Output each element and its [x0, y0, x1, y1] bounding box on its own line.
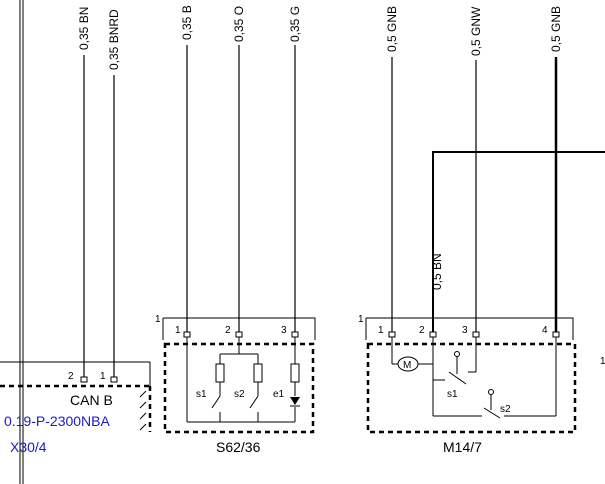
switch-label: e1	[273, 389, 285, 400]
switch-label: s1	[447, 389, 458, 400]
connector-id: X30/4	[10, 439, 47, 455]
pin-label: 1	[378, 325, 384, 336]
module-id: S62/36	[216, 439, 261, 455]
connector-name: CAN B	[70, 392, 113, 408]
left-border-wires	[19, 0, 24, 484]
wire-label-b: 0,35 B	[180, 5, 194, 40]
switch-actuator-icon	[454, 351, 460, 357]
edge-label: 1	[600, 356, 605, 367]
pin-label: 3	[281, 325, 287, 336]
switch-label: s2	[500, 404, 511, 415]
switch-label: s1	[196, 389, 207, 400]
motor-icon: M	[397, 356, 419, 372]
switch-label: s2	[234, 389, 245, 400]
pin-label: 3	[462, 325, 468, 336]
pin-label: 2	[225, 325, 231, 336]
wire-label-bn: 0,35 BN	[77, 7, 91, 50]
wire-label-gnb: 0,5 GNB	[385, 6, 399, 52]
wire-label-bnrd: 0,35 BNRD	[107, 9, 121, 70]
can-b-connector: 0,35 BN 0,35 BNRD 2 1 CAN B 0.19-P-2300N…	[0, 7, 152, 455]
module-id: M14/7	[443, 439, 482, 455]
s62-36-module: 0,35 B 0,35 O 0,35 G 1 1 2 3	[155, 5, 316, 455]
m14-7-module: 0,5 GNB 0,5 GNW 0,5 GNB 0,5 BN 1 1 2 3 4	[358, 6, 605, 455]
pin-label: 2	[419, 325, 425, 336]
led-icon	[290, 397, 300, 405]
pin-socket	[80, 376, 88, 383]
wire-label-g: 0,35 G	[288, 6, 302, 42]
switch-actuator-icon	[488, 389, 494, 395]
wire-label-gnb-2: 0,5 GNB	[549, 6, 563, 52]
pin-label: 1	[100, 371, 106, 382]
wire-label-o: 0,35 O	[232, 6, 246, 42]
m14-housing	[366, 342, 577, 434]
pin-socket	[110, 376, 118, 383]
motor-label: M	[403, 360, 411, 371]
connector-ref-link: 0.19-P-2300NBA	[4, 413, 111, 429]
pin-label: 4	[542, 325, 548, 336]
ground-pin-label: 1	[155, 314, 161, 325]
pin-label: 2	[68, 371, 74, 382]
wire-label-gnw: 0,5 GNW	[469, 6, 483, 56]
ground-pin-label: 1	[358, 314, 364, 325]
pin-label: 1	[175, 325, 181, 336]
